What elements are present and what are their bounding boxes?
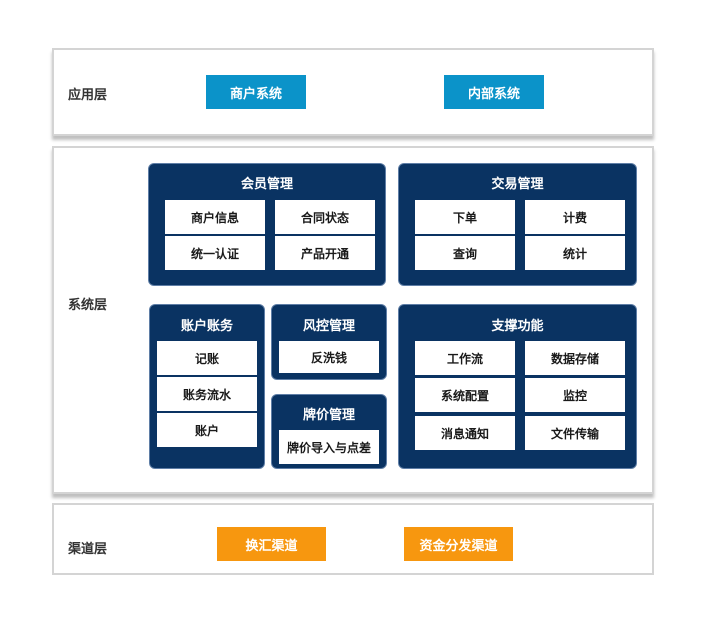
- account-flow-item[interactable]: 账务流水: [157, 377, 257, 411]
- billing-item[interactable]: 计费: [525, 200, 625, 234]
- support-module: 支撑功能 工作流 数据存储 系统配置 监控 消息通知 文件传输: [398, 304, 637, 469]
- contract-status-item[interactable]: 合同状态: [275, 200, 375, 234]
- monitoring-item[interactable]: 监控: [525, 378, 625, 412]
- support-module-title: 支撑功能: [491, 319, 544, 334]
- channel-layer-label: 渠道层: [68, 542, 108, 557]
- order-item[interactable]: 下单: [415, 200, 515, 234]
- file-transfer-item[interactable]: 文件传输: [525, 416, 625, 450]
- anti-money-laundering-item[interactable]: 反洗钱: [279, 341, 379, 373]
- member-management-module: 会员管理 商户信息 合同状态 统一认证 产品开通: [148, 163, 386, 286]
- trade-management-title: 交易管理: [491, 177, 544, 192]
- merchant-info-item[interactable]: 商户信息: [165, 200, 265, 234]
- channel-layer: [52, 503, 654, 575]
- internal-system-button[interactable]: 内部系统: [444, 75, 544, 109]
- unified-auth-item[interactable]: 统一认证: [165, 236, 265, 270]
- system-config-item[interactable]: 系统配置: [415, 378, 515, 412]
- message-notify-item[interactable]: 消息通知: [415, 416, 515, 450]
- workflow-item[interactable]: 工作流: [415, 341, 515, 375]
- data-storage-item[interactable]: 数据存储: [525, 341, 625, 375]
- risk-management-module: 风控管理 反洗钱: [271, 304, 387, 380]
- fund-distribution-channel-button[interactable]: 资金分发渠道: [404, 527, 513, 561]
- product-activation-item[interactable]: 产品开通: [275, 236, 375, 270]
- merchant-system-button[interactable]: 商户系统: [206, 75, 306, 109]
- statistics-item[interactable]: 统计: [525, 236, 625, 270]
- account-item[interactable]: 账户: [157, 413, 257, 447]
- risk-management-title: 风控管理: [302, 319, 355, 334]
- bookkeeping-item[interactable]: 记账: [157, 341, 257, 375]
- price-management-title: 牌价管理: [302, 408, 355, 423]
- price-import-spread-item[interactable]: 牌价导入与点差: [279, 430, 379, 464]
- account-module-title: 账户账务: [180, 319, 233, 334]
- account-module: 账户账务 记账 账务流水 账户: [149, 304, 265, 469]
- exchange-channel-button[interactable]: 换汇渠道: [217, 527, 326, 561]
- price-management-module: 牌价管理 牌价导入与点差: [271, 394, 387, 469]
- app-layer: [52, 48, 654, 136]
- member-management-title: 会员管理: [240, 177, 293, 192]
- query-item[interactable]: 查询: [415, 236, 515, 270]
- system-layer-label: 系统层: [68, 298, 108, 313]
- trade-management-module: 交易管理 下单 计费 查询 统计: [398, 163, 637, 286]
- app-layer-label: 应用层: [68, 88, 108, 103]
